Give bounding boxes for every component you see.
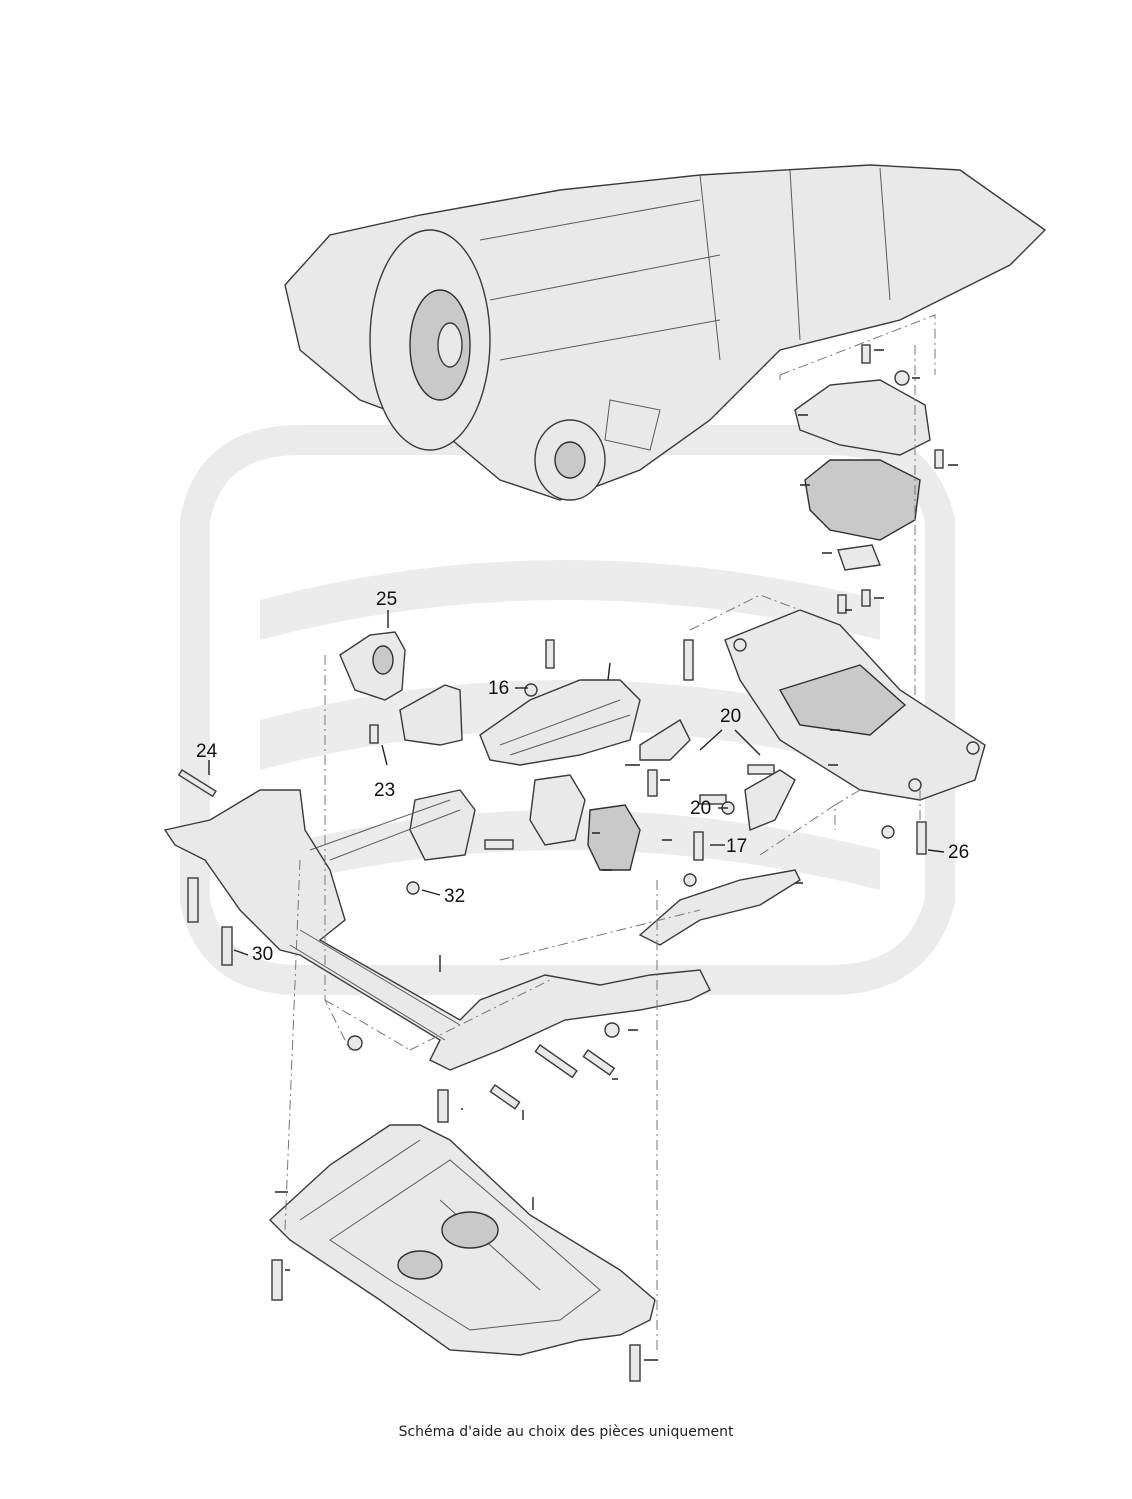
heat-shield xyxy=(479,639,641,766)
footer-caption: Schéma d'aide au choix des pièces unique… xyxy=(398,1424,734,1440)
skid-plate xyxy=(268,1124,656,1382)
heat-shield-lower xyxy=(638,869,801,946)
callout-20-upper: 20 xyxy=(720,706,741,727)
engine-mount-left xyxy=(339,631,463,746)
callout-labels: 25 16 20 20 17 23 24 26 30 32 xyxy=(196,589,969,965)
callout-23: 23 xyxy=(374,780,395,801)
assembly-lines xyxy=(284,655,836,1350)
callout-32: 32 xyxy=(444,886,465,907)
transmission xyxy=(284,164,1047,501)
callout-26: 26 xyxy=(948,842,969,863)
rear-crossmember xyxy=(683,594,986,855)
callout-20-lower: 20 xyxy=(690,798,711,819)
callout-30: 30 xyxy=(252,944,273,965)
callout-25: 25 xyxy=(376,589,397,610)
callout-24: 24 xyxy=(196,741,218,762)
transmission-mount-assembly xyxy=(779,314,944,780)
engine-mount-brackets xyxy=(406,718,796,895)
callout-16: 16 xyxy=(488,678,509,699)
leader-lines xyxy=(208,349,958,1361)
subframe-beam xyxy=(163,769,711,1123)
callout-17: 17 xyxy=(726,836,747,857)
